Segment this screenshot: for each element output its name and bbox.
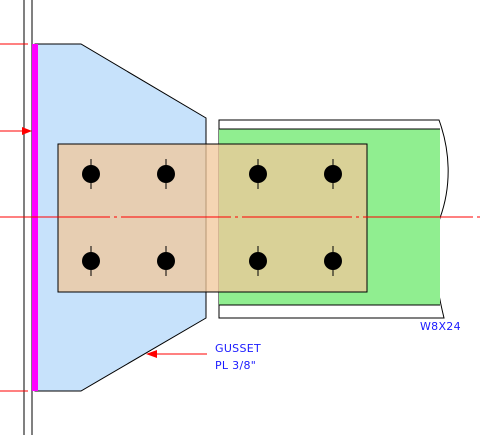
bolt-head bbox=[324, 165, 342, 183]
bolt-head bbox=[157, 165, 175, 183]
weld-pointer-arrowhead bbox=[22, 127, 32, 135]
bolt-head bbox=[157, 252, 175, 270]
bolt[interactable] bbox=[82, 246, 100, 276]
bolt-head bbox=[249, 252, 267, 270]
bolt[interactable] bbox=[157, 159, 175, 189]
bolt[interactable] bbox=[82, 159, 100, 189]
bolt[interactable] bbox=[249, 246, 267, 276]
bolt[interactable] bbox=[157, 246, 175, 276]
bolt-head bbox=[324, 252, 342, 270]
gusset-callout-arrowhead bbox=[146, 350, 157, 358]
bolt[interactable] bbox=[249, 159, 267, 189]
bolt-head bbox=[82, 252, 100, 270]
bolt-head bbox=[249, 165, 267, 183]
gusset-label-line1: GUSSET bbox=[215, 342, 261, 355]
bolt[interactable] bbox=[324, 159, 342, 189]
splice-plate[interactable] bbox=[57, 143, 368, 293]
gusset-label-line2: PL 3/8" bbox=[215, 359, 256, 372]
bolt[interactable] bbox=[324, 246, 342, 276]
bolt-head bbox=[82, 165, 100, 183]
bolt-group bbox=[82, 159, 342, 276]
member-label: W8X24 bbox=[420, 320, 461, 333]
